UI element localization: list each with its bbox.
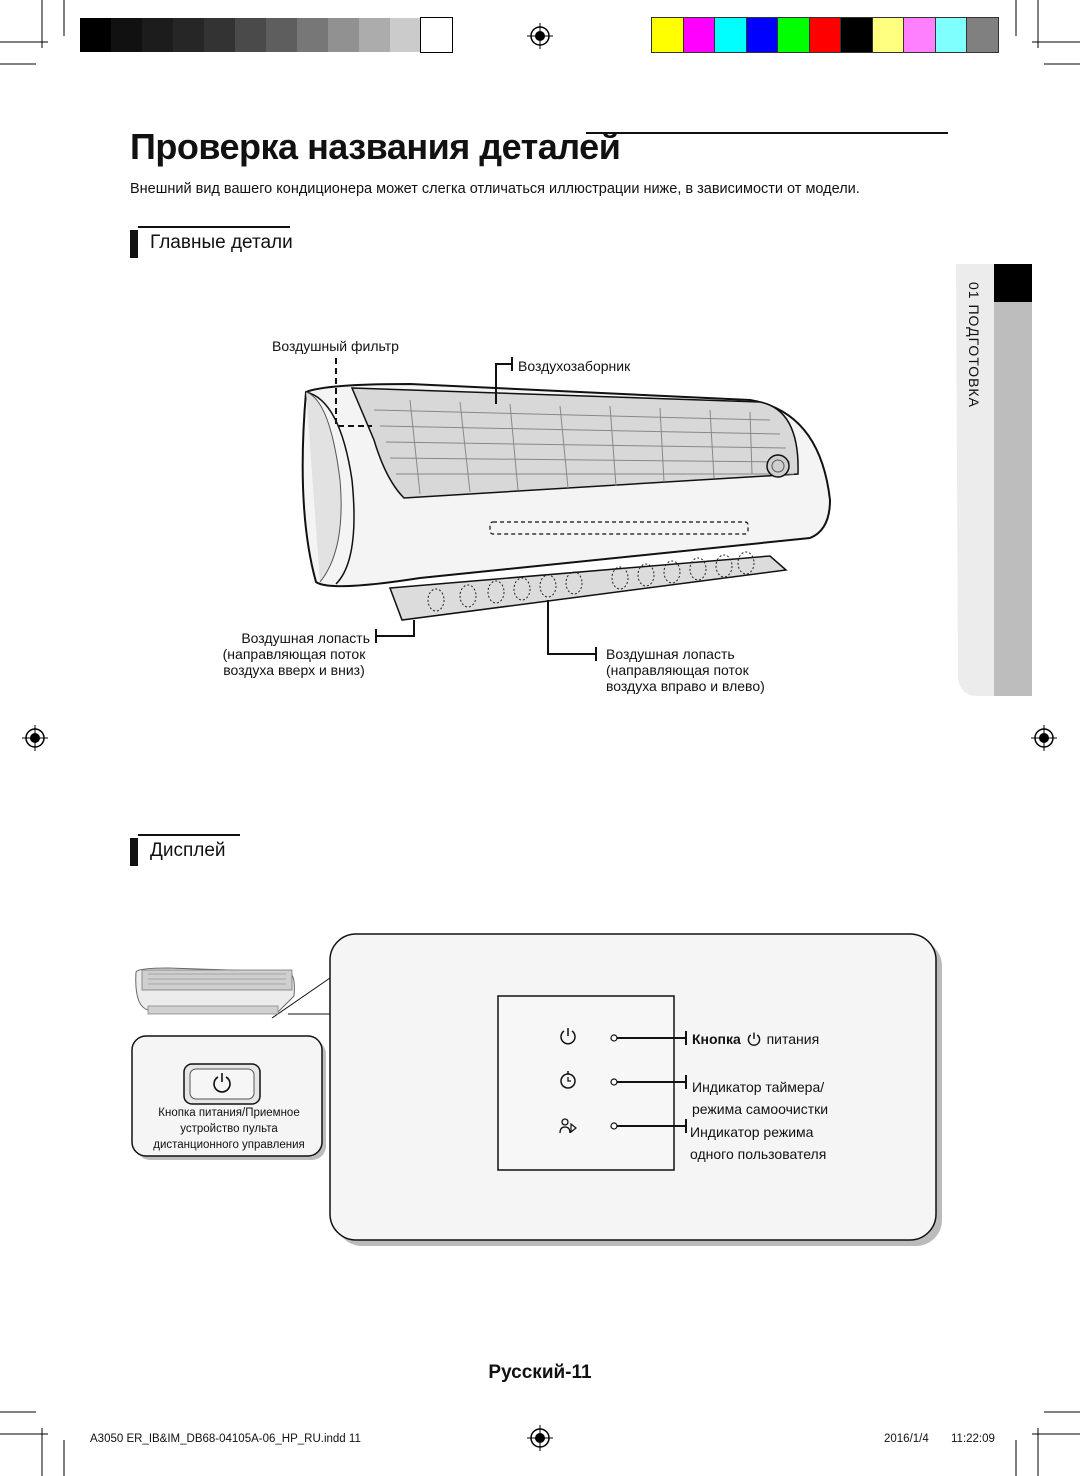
color-swatch xyxy=(777,17,810,53)
color-swatch xyxy=(714,17,747,53)
section-rule xyxy=(138,226,290,228)
label-receiver-line3: дистанционного управления xyxy=(153,1139,305,1151)
gray-swatch xyxy=(204,18,235,52)
power-icon xyxy=(560,1028,576,1045)
label-single-line1: Индикатор режима xyxy=(690,1124,814,1140)
label-power-button: Кнопка питания xyxy=(692,1031,819,1047)
label-blade-up-down: Воздушная лопасть (направляющая поток во… xyxy=(214,630,374,678)
gray-swatch xyxy=(173,18,204,52)
chapter-tab xyxy=(956,264,1032,696)
label-power-rest: питания xyxy=(766,1031,820,1047)
label-blade-ud-line2: (направляющая поток xyxy=(222,646,366,662)
section-bar xyxy=(130,230,138,258)
gray-swatch xyxy=(142,18,173,52)
section-rule xyxy=(138,834,240,836)
label-receiver-line2: устройство пульта xyxy=(180,1123,278,1135)
color-swatch xyxy=(934,17,968,53)
chapter-label: 01 ПОДГОТОВКА xyxy=(966,282,982,408)
power-icon xyxy=(747,1032,761,1046)
gray-swatch xyxy=(297,18,328,52)
label-air-filter: Воздушный фильтр xyxy=(272,338,399,354)
single-user-icon xyxy=(559,1118,577,1134)
air-conditioner-illustration xyxy=(301,382,832,621)
label-timer: Индикатор таймера/ режима самоочистки xyxy=(692,1076,828,1120)
footer-time: 11:22:09 xyxy=(951,1433,995,1445)
label-blade-lr-line1: Воздушная лопасть xyxy=(606,646,735,662)
label-power-bold: Кнопка xyxy=(692,1031,741,1047)
label-receiver-line1: Кнопка питания/Приемное xyxy=(158,1107,300,1119)
color-swatch xyxy=(745,17,779,53)
section-bar xyxy=(130,838,138,866)
color-swatch xyxy=(840,17,873,53)
label-timer-line1: Индикатор таймера/ xyxy=(692,1079,825,1095)
color-swatch xyxy=(871,17,905,53)
section-title-display: Дисплей xyxy=(150,840,226,861)
label-blade-ud-line1: Воздушная лопасть xyxy=(241,630,370,646)
color-swatch xyxy=(903,17,936,53)
gray-swatch xyxy=(390,18,421,52)
label-timer-line2: режима самоочистки xyxy=(692,1101,829,1117)
label-air-intake: Воздухозаборник xyxy=(518,358,631,374)
registration-mark-icon xyxy=(1031,725,1057,751)
label-receiver: Кнопка питания/Приемное устройство пульт… xyxy=(134,1105,324,1153)
power-icon xyxy=(213,1073,231,1093)
section-main-parts: Главные детали xyxy=(130,226,293,258)
footer-file: A3050 ER_IB&IM_DB68-04105A-06_HP_RU.indd… xyxy=(90,1433,361,1445)
page-subtitle: Внешний вид вашего кондиционера может сл… xyxy=(130,181,860,197)
label-single-user: Индикатор режима одного пользователя xyxy=(690,1121,826,1165)
page-number: Русский-11 xyxy=(488,1362,592,1383)
display-detail-illustration xyxy=(131,933,942,1246)
gray-swatch xyxy=(359,18,390,52)
color-swatch xyxy=(808,17,842,53)
gray-swatch xyxy=(111,18,142,52)
gray-swatch xyxy=(266,18,297,52)
footer-date: 2016/1/4 xyxy=(884,1433,929,1445)
label-blade-lr-line3: воздуха вправо и влево) xyxy=(606,678,765,694)
label-single-line2: одного пользователя xyxy=(690,1146,827,1162)
label-blade-lr-line2: (направляющая поток xyxy=(606,662,749,678)
label-blade-ud-line3: воздуха вверх и вниз) xyxy=(223,662,365,678)
gray-swatch xyxy=(80,18,111,52)
title-rule xyxy=(586,132,948,134)
registration-mark-icon xyxy=(527,23,553,49)
registration-mark-icon xyxy=(527,1425,553,1451)
registration-mark-icon xyxy=(22,725,48,751)
color-swatch xyxy=(682,17,716,53)
gray-swatch xyxy=(420,17,453,53)
gray-swatch xyxy=(235,18,266,52)
gray-swatch xyxy=(328,18,359,52)
section-title-main-parts: Главные детали xyxy=(150,232,293,253)
section-display: Дисплей xyxy=(130,834,240,866)
timer-icon xyxy=(560,1071,576,1089)
color-swatch xyxy=(966,17,999,53)
label-blade-left-right: Воздушная лопасть (направляющая поток во… xyxy=(606,646,765,694)
page-title: Проверка названия деталей xyxy=(130,126,621,167)
color-swatch xyxy=(651,17,684,53)
